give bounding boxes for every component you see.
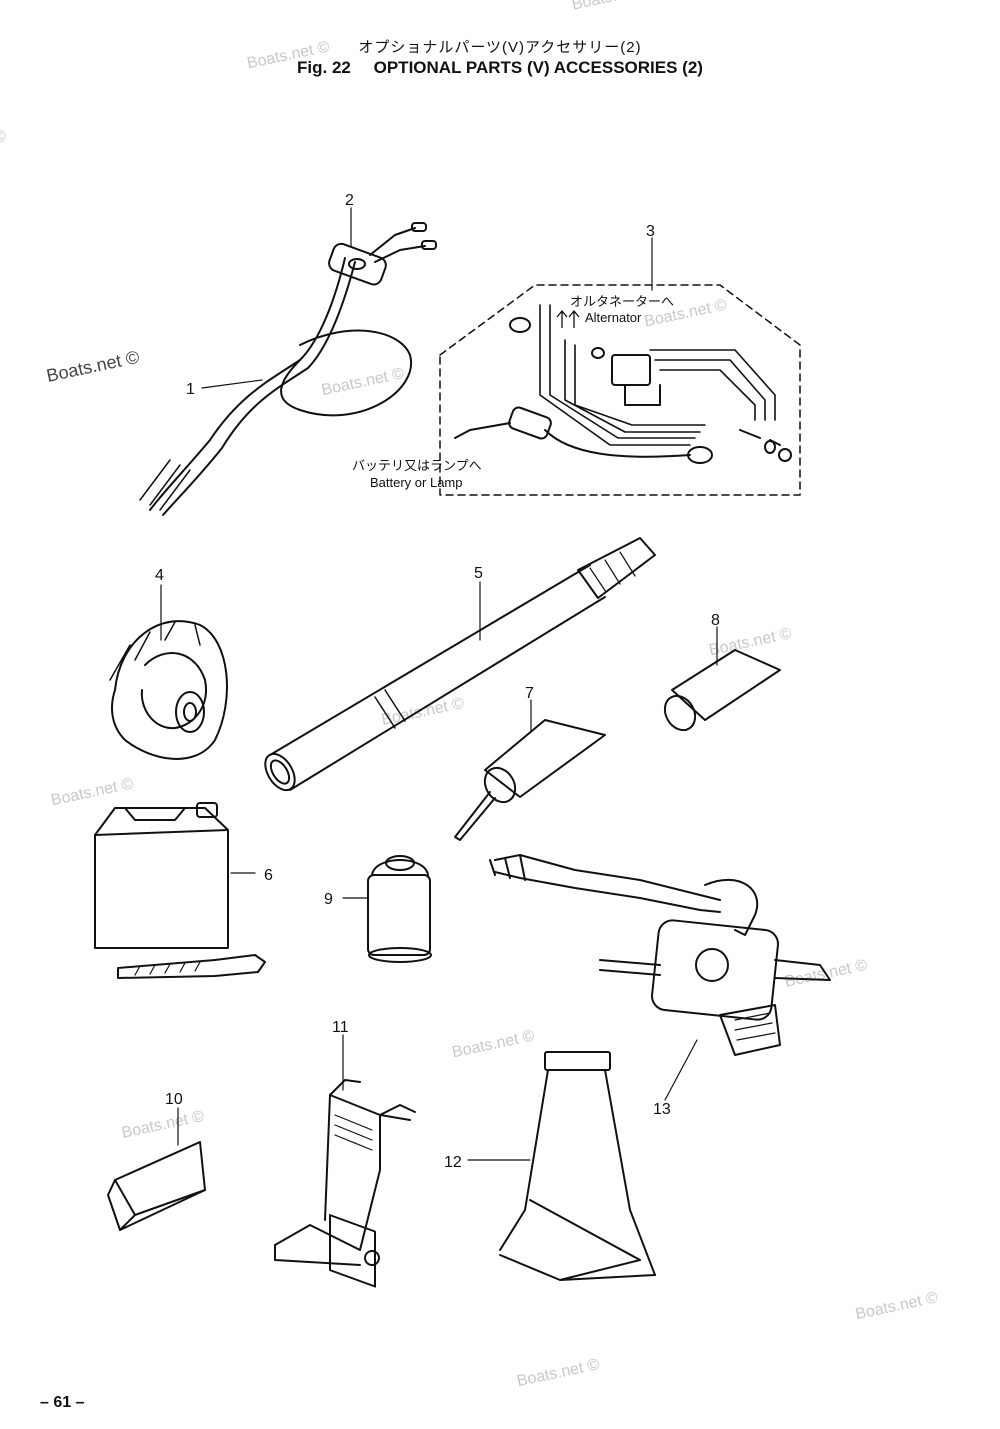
note-battery-en: Battery or Lamp — [370, 475, 463, 490]
part-1-cable — [139, 257, 413, 516]
watermark-dark: Boats.net © — [45, 347, 141, 386]
watermark: Boats.net © — [246, 38, 332, 72]
part-10-envelope — [107, 1141, 206, 1231]
watermark: Boats.net © — [49, 775, 135, 809]
callout-3: 3 — [646, 223, 655, 240]
figure-number: Fig. 22 — [297, 58, 351, 77]
part-7-sealant-tube — [454, 719, 606, 841]
watermark: Boats.net © — [854, 1289, 940, 1323]
note-alternator-en: Alternator — [585, 310, 642, 325]
figure-title: Fig. 22 OPTIONAL PARTS (V) ACCESSORIES (… — [0, 58, 1000, 78]
note-battery-jp: バッテリ又はランプへ — [352, 458, 482, 473]
watermark: Boats.net © — [570, 0, 656, 14]
part-11-cart — [274, 1079, 416, 1288]
watermark: Boats.net © — [0, 128, 8, 162]
part-4-pulley — [109, 620, 228, 760]
callout-13: 13 — [653, 1101, 671, 1118]
watermark: Boats.net © — [708, 625, 794, 659]
callout-9: 9 — [324, 891, 333, 908]
arrow-up-icon — [556, 309, 580, 328]
callout-1: 1 — [186, 381, 195, 398]
part-9-spray-can — [367, 855, 432, 963]
part-6-fuel-tank — [94, 802, 266, 979]
watermark-group: Boats.net © Boats.net © Boats.net © Boat… — [0, 0, 940, 1390]
note-alternator-jp: オルタネーターへ — [570, 294, 674, 309]
callout-6: 6 — [264, 867, 273, 884]
callout-2: 2 — [345, 192, 354, 209]
callout-12: 12 — [444, 1154, 462, 1171]
callout-11: 11 — [332, 1019, 349, 1036]
watermark: Boats.net © — [451, 1027, 537, 1061]
callout-10: 10 — [165, 1091, 183, 1108]
watermark: Boats.net © — [515, 1356, 601, 1390]
callout-4: 4 — [155, 567, 164, 584]
figure-title-text: OPTIONAL PARTS (V) ACCESSORIES (2) — [373, 58, 703, 77]
callout-7: 7 — [525, 685, 534, 702]
part-5-tube — [264, 537, 656, 792]
page-number: – 61 – — [40, 1394, 85, 1411]
part-8-grease-tube — [663, 649, 781, 732]
part-12-stand — [499, 1051, 656, 1281]
part-3-wiring-kit — [439, 284, 801, 496]
leader-lines — [160, 207, 718, 1161]
part-2-grommet — [328, 222, 437, 286]
callout-5: 5 — [474, 565, 483, 582]
title-japanese: オプショナルパーツ(V)アクセサリー(2) — [358, 39, 642, 56]
part-13-pump-tool — [489, 854, 831, 1056]
watermark: Boats.net © — [120, 1108, 206, 1142]
callout-8: 8 — [711, 612, 720, 629]
